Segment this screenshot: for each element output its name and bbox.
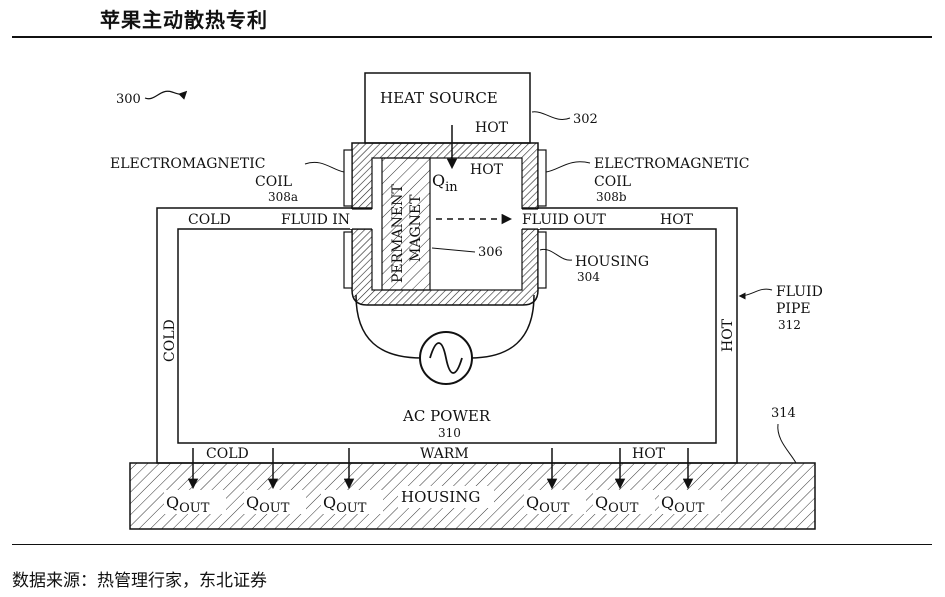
fluid-out-opening [520, 209, 540, 229]
q-out-label: QOUT [526, 493, 570, 516]
fluid-pipe-label-line2: PIPE [776, 301, 811, 317]
magnet-ref: 306 [478, 245, 503, 260]
fluid-pipe-ref: 312 [778, 318, 801, 332]
coil-left-leader [304, 161, 345, 173]
coil-right-308b [537, 149, 547, 207]
coil-left-308a-lower [343, 231, 353, 289]
housing-base-leader [777, 423, 797, 464]
ac-power-wire-right [469, 294, 535, 359]
magnet-label-line1: PERMANENT [390, 184, 406, 283]
coil-left-308a [343, 149, 353, 207]
heat-source-leader [531, 111, 571, 120]
fluid-in-label: FLUID IN [281, 212, 350, 228]
q-out-label: QOUT [166, 493, 210, 516]
ac-power-label: AC POWER [402, 407, 491, 425]
pipe-hot-side-label: HOT [720, 318, 736, 352]
q-out-label: QOUT [661, 493, 705, 516]
pipe-hot-top-label: HOT [660, 212, 694, 228]
heat-source-hot-label: HOT [475, 120, 509, 136]
housing-inner-ref: 304 [577, 270, 600, 284]
ac-power-ref: 310 [438, 426, 461, 440]
fluid-in-opening [350, 209, 374, 229]
coil-right-leader [545, 161, 591, 173]
figure-ref: 300 [116, 92, 141, 107]
fluid-out-label: FLUID OUT [522, 212, 607, 228]
fluid-pipe-label-line1: FLUID [776, 284, 823, 300]
top-divider [12, 36, 932, 38]
sine-wave-icon [429, 342, 463, 374]
q-out-label: QOUT [246, 493, 290, 516]
permanent-magnet-306 [381, 157, 431, 291]
coil-right-308b-lower [537, 231, 547, 289]
q-out-label-group: QOUT QOUT QOUT HOUSING QOUT QOUT QOUT [164, 486, 721, 516]
coil-left-label-line2: COIL [255, 174, 292, 190]
q-in-label: Qin [432, 171, 458, 195]
page-title: 苹果主动散热专利 [100, 8, 268, 32]
heat-source-ref: 302 [573, 112, 598, 127]
pipe-cold-top-label: COLD [188, 212, 231, 228]
fluid-pipe-leader [738, 288, 773, 300]
housing-inner-label: HOUSING [575, 254, 649, 270]
magnet-label-line2: MAGNET [408, 194, 424, 262]
figure-ref-squiggle [144, 90, 188, 100]
pipe-cold-side-label: COLD [162, 319, 178, 362]
q-out-label: QOUT [595, 493, 639, 516]
coil-right-ref: 308b [596, 190, 627, 204]
source-note: 数据来源：热管理行家，东北证券 [12, 571, 267, 591]
pipe-warm-label: WARM [420, 446, 469, 462]
housing-inner-leader [539, 248, 573, 261]
coil-right-label-line2: COIL [594, 174, 631, 190]
heat-source-label: HEAT SOURCE [380, 89, 498, 107]
pipe-hot-bottom-label: HOT [632, 446, 666, 462]
ac-power-wire-left [355, 294, 423, 359]
coil-left-ref: 308a [268, 190, 298, 204]
bottom-divider [12, 544, 932, 545]
pipe-cold-bottom-label: COLD [206, 446, 249, 462]
q-out-label: QOUT [323, 493, 367, 516]
cavity-hot-label: HOT [470, 162, 504, 178]
housing-base-label: HOUSING [401, 488, 480, 506]
coil-left-label-line1: ELECTROMAGNETIC [110, 156, 265, 172]
magnet-leader [431, 247, 476, 253]
coil-right-label-line1: ELECTROMAGNETIC [594, 156, 749, 172]
housing-base-ref: 314 [771, 406, 796, 421]
